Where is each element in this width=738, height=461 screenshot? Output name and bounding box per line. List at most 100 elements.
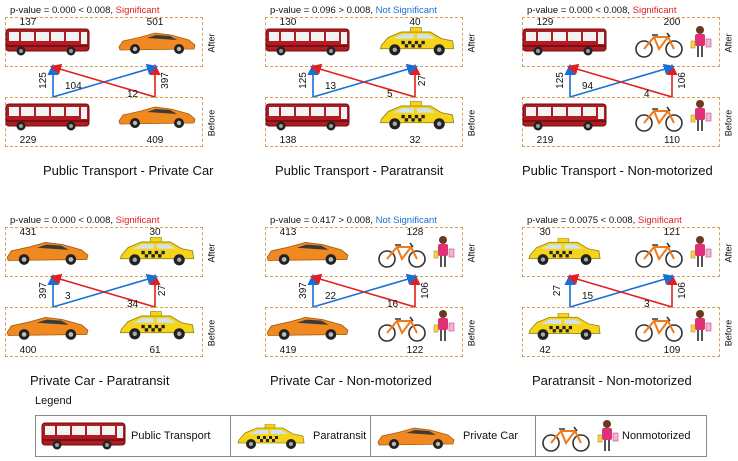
bike-icon (377, 235, 457, 274)
after-left-count: 30 (539, 227, 551, 238)
car-icon (117, 25, 197, 64)
switch-right-to-left-arrow (49, 63, 156, 98)
panel-title: Private Car - Non-motorized (270, 373, 432, 388)
panel-title: Public Transport - Paratransit (275, 163, 444, 178)
flow-arrows (307, 273, 421, 308)
bus-icon (522, 28, 607, 61)
bus-icon (522, 103, 607, 136)
panel-title: Paratransit - Non-motorized (532, 373, 692, 388)
taxi-icon (377, 25, 457, 64)
after-label-text: After (723, 33, 734, 53)
switch-left-to-right-value: 3 (65, 291, 71, 302)
stay-right-value: 397 (159, 72, 171, 89)
before-label: Before (204, 308, 218, 358)
before-box: Before (265, 307, 476, 357)
before-right-count: 61 (149, 345, 161, 356)
after-right-count: 30 (149, 227, 161, 238)
after-label-text: After (466, 243, 477, 263)
significance-status: Significant (115, 215, 160, 226)
stay-left-value: 125 (554, 72, 566, 89)
bike-icon (634, 235, 714, 274)
before-left-count: 419 (279, 345, 297, 356)
flow-arrows (47, 63, 161, 98)
after-left-count: 130 (279, 17, 297, 28)
comparison-panel: p-value = 0.000 < 0.008, Significant Aft… (5, 213, 240, 388)
comparison-panel: p-value = 0.0075 < 0.008, Significant Af… (522, 213, 738, 388)
legend-label: Private Car (463, 430, 519, 442)
before-label-text: Before (723, 109, 733, 137)
after-label-text: After (466, 33, 477, 53)
before-label-text: Before (723, 319, 733, 347)
stay-left-value: 397 (37, 282, 49, 299)
legend-label: Public Transport (131, 430, 211, 442)
before-left-count: 400 (19, 345, 37, 356)
before-label-text: Before (206, 319, 216, 347)
car-icon (5, 238, 90, 271)
taxi-icon (117, 309, 197, 348)
switch-left-to-right-value: 104 (65, 81, 82, 92)
before-right-count: 32 (409, 135, 421, 146)
after-box: After (265, 227, 476, 277)
before-left-count: 229 (19, 135, 37, 146)
legend-item-private-car: Private Car (371, 416, 536, 456)
switch-right-to-left-arrow (309, 273, 416, 308)
after-label: After (204, 228, 218, 278)
legend-item-nonmotorized: Nonmotorized (536, 416, 706, 456)
comparison-panel: p-value = 0.417 > 0.008, Not Significant… (265, 213, 500, 388)
p-value-text: p-value = 0.0075 < 0.008, Significant (527, 215, 682, 226)
before-label: Before (721, 308, 735, 358)
after-right-count: 128 (406, 227, 424, 238)
after-label-text: After (206, 243, 217, 263)
after-right-count: 200 (663, 17, 681, 28)
bus-icon (265, 103, 350, 136)
significance-status: Significant (637, 215, 682, 226)
after-label: After (721, 228, 735, 278)
taxi-icon (522, 237, 607, 271)
switch-right-to-left-value: 3 (644, 299, 650, 310)
switch-left-to-right-value: 94 (582, 81, 594, 92)
stay-left-value: 27 (552, 284, 564, 297)
before-right-count: 409 (146, 135, 164, 146)
taxi-icon (235, 423, 307, 455)
before-left-count: 42 (539, 345, 551, 356)
p-value-text: p-value = 0.000 < 0.008, Significant (10, 5, 159, 16)
switch-right-to-left-arrow (309, 63, 416, 98)
after-label: After (464, 228, 478, 278)
after-label: After (464, 18, 478, 68)
bike-icon (634, 99, 714, 138)
before-label: Before (464, 98, 478, 148)
significance-status: Not Significant (375, 5, 437, 16)
switch-right-to-left-value: 12 (127, 89, 139, 100)
legend-title: Legend (35, 395, 72, 407)
bus-icon (41, 422, 126, 455)
car-icon (117, 99, 197, 138)
panel-title: Public Transport - Private Car (43, 163, 214, 178)
comparison-panel: p-value = 0.000 < 0.008, Significant Aft… (5, 3, 240, 178)
bus-icon (265, 28, 350, 61)
flow-arrows (47, 273, 161, 308)
p-value-text: p-value = 0.096 > 0.008, Not Significant (270, 5, 437, 16)
before-left-count: 219 (536, 135, 554, 146)
before-right-count: 122 (406, 345, 424, 356)
after-left-count: 129 (536, 17, 554, 28)
stay-left-value: 397 (297, 282, 309, 299)
stay-right-value: 27 (157, 284, 169, 297)
before-right-count: 110 (664, 135, 680, 146)
switch-left-to-right-value: 13 (325, 81, 337, 92)
p-value-text: p-value = 0.000 < 0.008, Significant (527, 5, 676, 16)
car-icon (265, 313, 350, 346)
before-box: Before (522, 307, 733, 357)
p-value-text: p-value = 0.000 < 0.008, Significant (10, 215, 159, 226)
stay-left-value: 125 (297, 72, 309, 89)
bus-icon (5, 103, 90, 136)
switch-left-to-right-value: 15 (582, 291, 594, 302)
legend-item-paratransit: Paratransit (231, 416, 371, 456)
significance-status: Not Significant (375, 215, 437, 226)
stay-right-value: 106 (676, 72, 688, 89)
switch-right-to-left-value: 34 (127, 299, 139, 310)
p-value: p-value = 0.000 < 0.008, (10, 5, 113, 16)
bike-icon (377, 309, 457, 348)
after-right-count: 501 (146, 17, 164, 28)
legend-label: Paratransit (313, 430, 367, 442)
switch-right-to-left-arrow (566, 63, 673, 98)
